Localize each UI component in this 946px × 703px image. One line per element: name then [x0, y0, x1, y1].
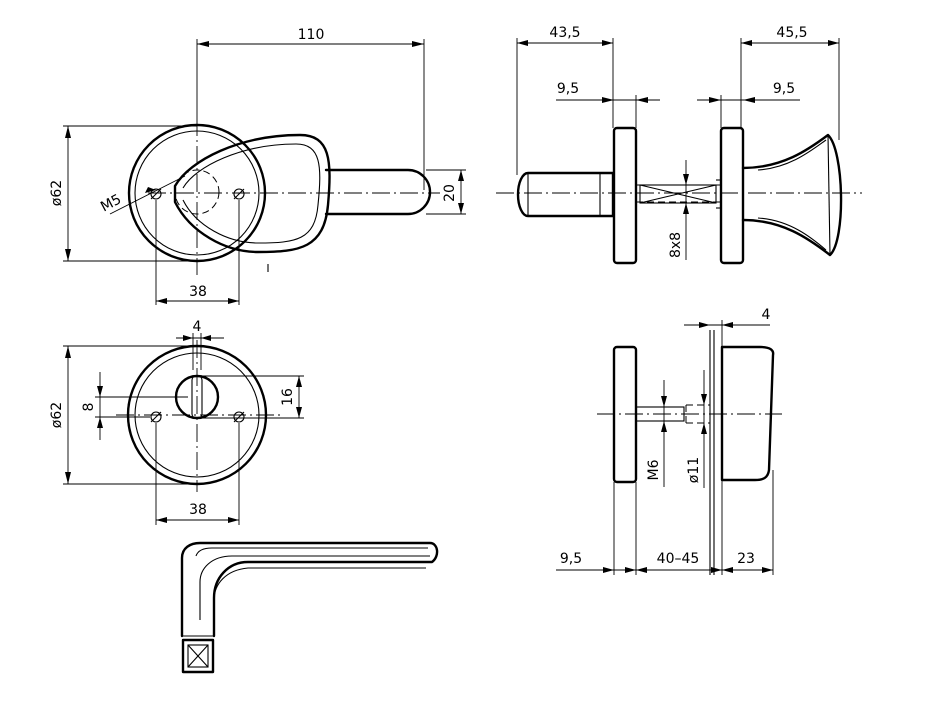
top-view: 110 20 ø62 M5 38: [49, 27, 466, 305]
dim-slot-height-16: 16: [280, 388, 296, 406]
rose-front-view: 4 8 16 ø62 38: [49, 319, 304, 525]
rose-left-section: [612, 345, 638, 484]
dim-door-range-40-45: 40–45: [657, 551, 700, 567]
dim-rose-left-9-5: 9,5: [557, 81, 579, 97]
screw-hole-right: [233, 188, 245, 200]
dim-slot-width-4: 4: [193, 319, 202, 335]
lever-head-outline: [173, 133, 331, 254]
dim-lever-side-43-5: 43,5: [549, 25, 580, 41]
dim-spindle-8x8: 8x8: [668, 232, 684, 258]
dim-rose-diameter-top: ø62: [49, 180, 65, 206]
screw-hole-left-front: [150, 411, 162, 423]
lever-shank-side: [516, 171, 615, 218]
dim-length-110: 110: [298, 27, 325, 43]
dim-hole-spacing-front: 38: [189, 502, 207, 518]
dim-rose-diameter-front: ø62: [49, 402, 65, 428]
screw-hole-right-front: [233, 411, 245, 423]
lever-head-inner: [182, 143, 321, 244]
dim-thread-m5: M5: [98, 191, 124, 215]
dim-rose-right-9-5: 9,5: [773, 81, 795, 97]
dim-screw-m6: M6: [646, 459, 662, 480]
section-view: 4 M6 ø11 9,5 40–45 23: [556, 307, 782, 575]
square-spindle: [639, 184, 717, 204]
rose-right-side: [719, 126, 745, 265]
dim-rose-thickness-9-5: 9,5: [560, 551, 582, 567]
dim-knob-depth-23: 23: [737, 551, 755, 567]
dim-height-20: 20: [442, 184, 458, 202]
rose-left-side: [612, 126, 638, 265]
lever-arm: [324, 168, 432, 216]
knob-section: [720, 345, 775, 482]
dim-wall-4: 4: [762, 307, 771, 323]
lever-profile-view: [180, 541, 439, 674]
dim-knob-side-45-5: 45,5: [776, 25, 807, 41]
screw-hole-left: [150, 188, 162, 200]
dim-key-height-8: 8: [81, 403, 97, 412]
knob-side: [741, 133, 843, 257]
side-view: 43,5 45,5 9,5 9,5 8x8: [496, 25, 862, 265]
dim-bore-11: ø11: [686, 457, 702, 483]
lever-profile-outline: [180, 541, 439, 638]
dim-hole-spacing-top: 38: [189, 284, 207, 300]
square-spindle-end: [181, 638, 215, 674]
